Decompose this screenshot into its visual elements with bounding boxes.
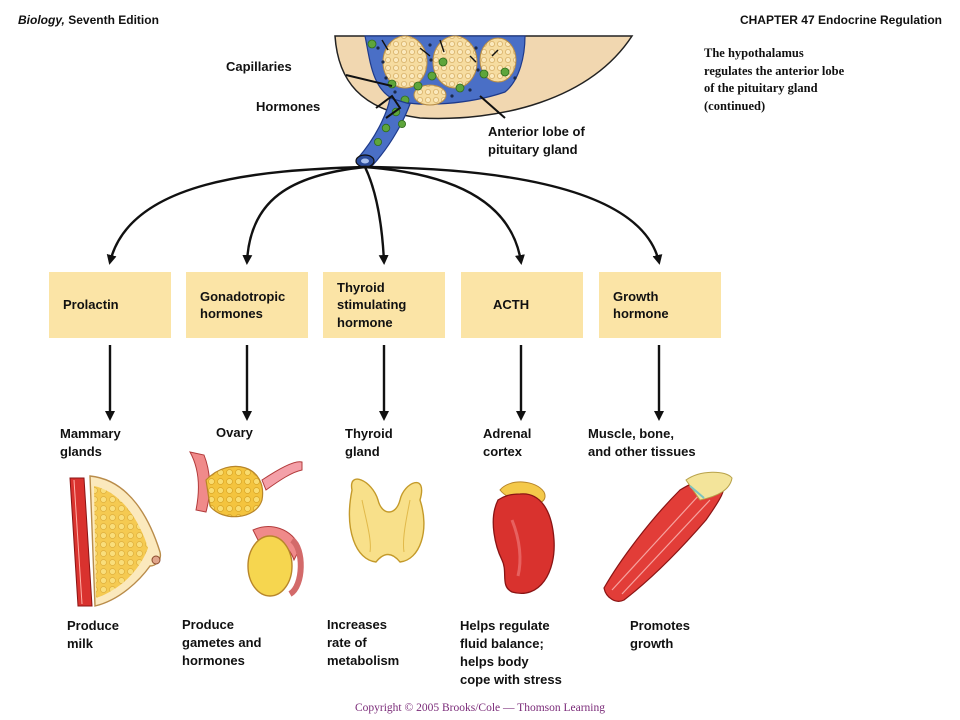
capillaries-label: Capillaries	[226, 59, 292, 74]
book-title: Biology,	[18, 13, 65, 27]
target-label-muscle: Muscle, bone, and other tissues	[588, 426, 696, 459]
effect-label-fluid-balance: Helps regulate fluid balance; helps body…	[460, 618, 562, 687]
copyright-footer: Copyright © 2005 Brooks/Cole — Thomson L…	[354, 702, 605, 714]
hormone-box-prolactin: Prolactin	[49, 272, 171, 338]
header-chapter: CHAPTER 47 Endocrine Regulation	[739, 13, 942, 27]
effect-label-metabolism: Increases rate of metabolism	[327, 617, 400, 668]
target-arrows	[105, 345, 664, 421]
effect-label-growth: Promotes growth	[630, 618, 690, 651]
target-label-mammary: Mammary glands	[60, 426, 121, 459]
hormone-box-label: Gonadotropic hormones	[200, 288, 286, 322]
target-label-adrenal: Adrenal cortex	[483, 426, 532, 459]
hormones-label: Hormones	[256, 99, 321, 114]
slide-side-note: The hypothalamus regulates the anterior …	[704, 46, 845, 113]
hormone-box-label: ACTH	[493, 297, 530, 313]
hormone-box-tsh: Thyroid stimulating hormone	[323, 272, 445, 338]
thyroid-illustration	[348, 478, 425, 563]
hormone-box-growth: Growth hormone	[599, 272, 721, 338]
anterior-lobe-label: Anterior lobe of pituitary gland	[488, 124, 585, 157]
hormone-box-gonadotropic: Gonadotropic hormones	[186, 272, 308, 338]
hormone-box-label: Thyroid stimulating hormone	[337, 279, 407, 330]
hormone-box-label: Prolactin	[63, 297, 119, 313]
ovary-illustration	[189, 451, 304, 597]
effect-label-milk: Produce milk	[67, 618, 120, 651]
effect-label-gametes: Produce gametes and hormones	[182, 617, 262, 668]
pituitary-anterior-lobe	[334, 35, 634, 120]
adrenal-kidney-illustration	[492, 481, 555, 594]
hormone-box-label: Growth hormone	[613, 288, 669, 322]
hormone-box-acth: ACTH	[461, 272, 583, 338]
target-label-ovary: Ovary	[216, 425, 253, 440]
muscle-bone-illustration	[603, 471, 733, 602]
branch-arrows	[106, 165, 663, 265]
book-edition: Seventh Edition	[64, 13, 159, 27]
target-label-thyroid: Thyroid gland	[345, 426, 393, 459]
leader-lines	[345, 74, 506, 119]
mammary-gland-illustration	[69, 475, 162, 607]
header-book-title: Biology, Seventh Edition	[18, 13, 159, 27]
